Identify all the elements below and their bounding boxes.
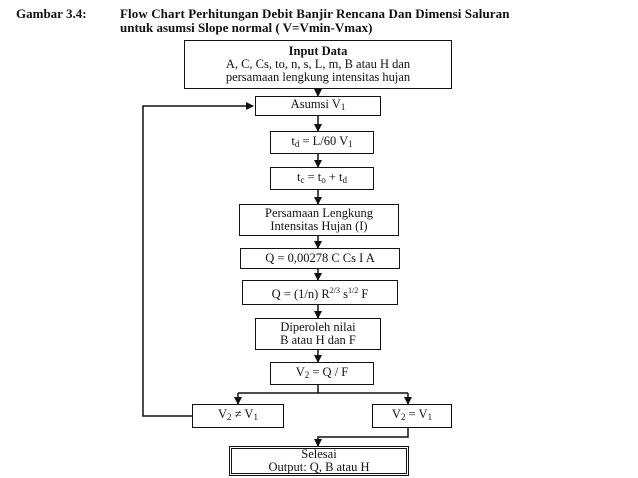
v2-box: V2 = Q / F xyxy=(270,362,374,385)
manning-part1: Q = (1/n) R xyxy=(271,287,330,301)
input-data-box: Input Data A, C, Cs, to, n, s, L, m, B a… xyxy=(184,40,452,89)
ne-v1-sub: 1 xyxy=(253,412,258,422)
tc-td-sub: d xyxy=(342,174,348,185)
td-sub: d xyxy=(294,138,300,149)
figure-subtitle: untuk asumsi Slope normal ( V=Vmin-Vmax) xyxy=(120,20,373,35)
figure-title: Flow Chart Perhitungan Debit Banjir Renc… xyxy=(120,6,510,21)
tc-to-sub: o xyxy=(321,174,326,185)
eq-v2: V xyxy=(391,407,401,421)
tc-td: + t xyxy=(325,169,343,184)
intensity-line1: Persamaan Lengkung xyxy=(265,206,373,220)
loop-back-line xyxy=(142,102,254,417)
manning-part3: F xyxy=(358,287,369,301)
intensity-box: Persamaan Lengkung Intensitas Hujan (I) xyxy=(239,204,399,236)
input-data-line1: A, C, Cs, to, n, s, L, m, B atau H dan xyxy=(225,57,411,71)
tc-box: tc = to + td xyxy=(270,167,374,190)
finish-box: Selesai Output: Q, B atau H xyxy=(229,446,409,476)
intensity-line2: Intensitas Hujan (I) xyxy=(270,219,368,233)
manning-q-box: Q = (1/n) R2/3 s1/2 F xyxy=(242,280,398,305)
v2-sub: 2 xyxy=(304,369,310,380)
assume-text: Asumsi V xyxy=(290,97,341,111)
td-formula: = L/60 V xyxy=(299,133,349,148)
manning-sup1: 2/3 xyxy=(329,286,340,295)
obtain-line2: B atau H dan F xyxy=(280,333,356,347)
tc-sub: c xyxy=(300,174,305,185)
manning-part2: s xyxy=(340,287,348,301)
ne-v2: V xyxy=(218,407,228,421)
obtain-line1: Diperoleh nilai xyxy=(280,320,356,334)
finish-line2: Output: Q, B atau H xyxy=(268,460,370,474)
assume-sub: 1 xyxy=(340,102,346,112)
equal-box: V2 = V1 xyxy=(372,404,452,428)
input-data-line2: persamaan lengkung intensitas hujan xyxy=(225,70,411,84)
not-equal-box: V2 ≠ V1 xyxy=(192,404,284,428)
rational-q-box: Q = 0,00278 C Cs I A xyxy=(240,248,400,269)
v2-formula: = Q / F xyxy=(309,364,349,379)
ne-v2-sub: 2 xyxy=(227,412,232,422)
rational-q-text: Q = 0,00278 C Cs I A xyxy=(265,251,375,265)
eq-v1-sub: 1 xyxy=(427,412,433,422)
assume-v1-box: Asumsi V1 xyxy=(255,96,381,116)
input-data-title: Input Data xyxy=(288,44,348,58)
td-symbol: t xyxy=(291,133,295,148)
obtain-box: Diperoleh nilai B atau H dan F xyxy=(255,318,381,350)
eq-op: = V xyxy=(405,407,428,421)
ne-op: ≠ V xyxy=(231,407,254,421)
manning-sup2: 1/2 xyxy=(348,286,359,295)
eq-v2-sub: 2 xyxy=(400,412,406,422)
tc-to: = t xyxy=(304,169,322,184)
td-box: td = L/60 V1 xyxy=(270,131,374,154)
finish-line1: Selesai xyxy=(301,447,337,461)
equal-to-done-line xyxy=(314,428,409,447)
tc-symbol: t xyxy=(296,169,301,184)
td-formula-sub: 1 xyxy=(348,138,353,149)
v2-symbol: V xyxy=(295,364,305,379)
figure-label: Gambar 3.4: xyxy=(16,6,87,21)
